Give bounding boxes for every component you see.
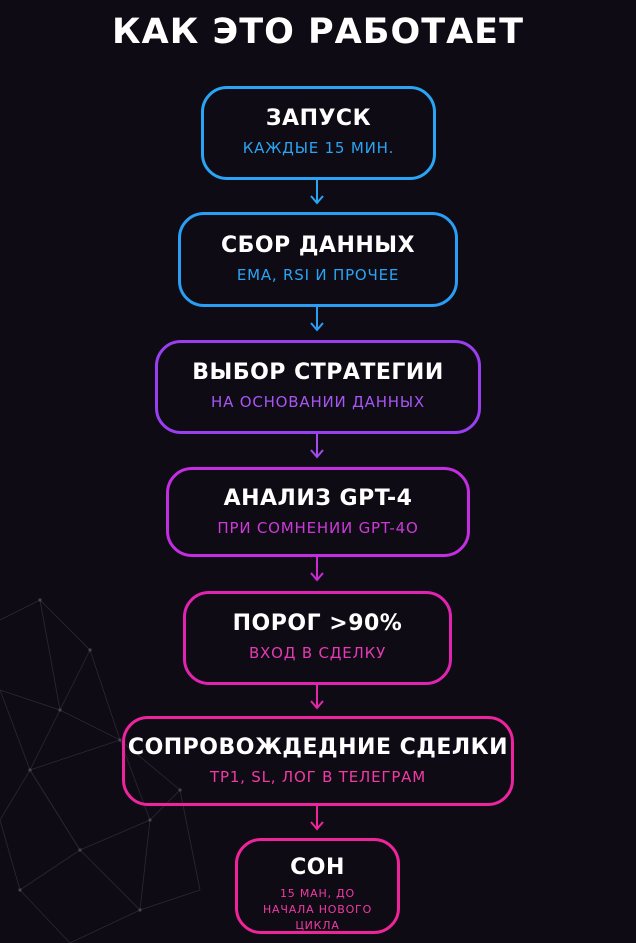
arrow-down-icon (310, 434, 324, 459)
step-title: ВЫБОР СТРАТЕГИИ (192, 360, 444, 385)
arrow-down-icon (310, 685, 324, 710)
step-subtitle: ПРИ СОМНЕНИИ GPT-4O (217, 519, 419, 537)
step-title: СБОР ДАННЫХ (220, 233, 416, 258)
step-title: ЗАПУСК (265, 106, 372, 131)
arrow-down-icon (310, 307, 324, 332)
step-launch: ЗАПУСК КАЖДЫЕ 15 МИН. (201, 86, 436, 180)
step-title: ПОРОГ >90% (232, 611, 403, 636)
arrow-down-icon (310, 806, 324, 831)
step-strategy-selection: ВЫБОР СТРАТЕГИИ НА ОСНОВАНИИ ДАННЫХ (155, 340, 481, 434)
step-trade-tracking: СОПРОВОЖДЕДНИЕ СДЕЛКИ TP1, SL, ЛОГ В ТЕЛ… (122, 716, 514, 806)
step-title: АНАЛИЗ GPT-4 (223, 486, 413, 511)
step-gpt-analysis: АНАЛИЗ GPT-4 ПРИ СОМНЕНИИ GPT-4O (166, 467, 470, 557)
step-threshold: ПОРОГ >90% ВХОД В СДЕЛКУ (183, 591, 452, 685)
step-data-collection: СБОР ДАННЫХ EMA, RSI И ПРОЧЕЕ (178, 212, 458, 307)
step-subtitle: 15 МАН, ДО НАЧАЛА НОВОГО ЦИКЛА (262, 887, 373, 932)
step-subtitle: EMA, RSI И ПРОЧЕЕ (236, 266, 400, 284)
step-title: СОН (290, 855, 345, 880)
step-subtitle: TP1, SL, ЛОГ В ТЕЛЕГРАМ (210, 768, 426, 786)
arrow-down-icon (310, 557, 324, 582)
step-title: СОПРОВОЖДЕДНИЕ СДЕЛКИ (127, 735, 509, 760)
step-sleep: СОН 15 МАН, ДО НАЧАЛА НОВОГО ЦИКЛА (235, 838, 400, 934)
step-subtitle: НА ОСНОВАНИИ ДАННЫХ (211, 393, 425, 411)
page-title: КАК ЭТО РАБОТАЕТ (112, 12, 524, 52)
background-network-decoration (0, 598, 201, 943)
step-subtitle: ВХОД В СДЕЛКУ (248, 644, 387, 662)
arrow-down-icon (310, 180, 324, 205)
step-subtitle: КАЖДЫЕ 15 МИН. (242, 139, 395, 157)
